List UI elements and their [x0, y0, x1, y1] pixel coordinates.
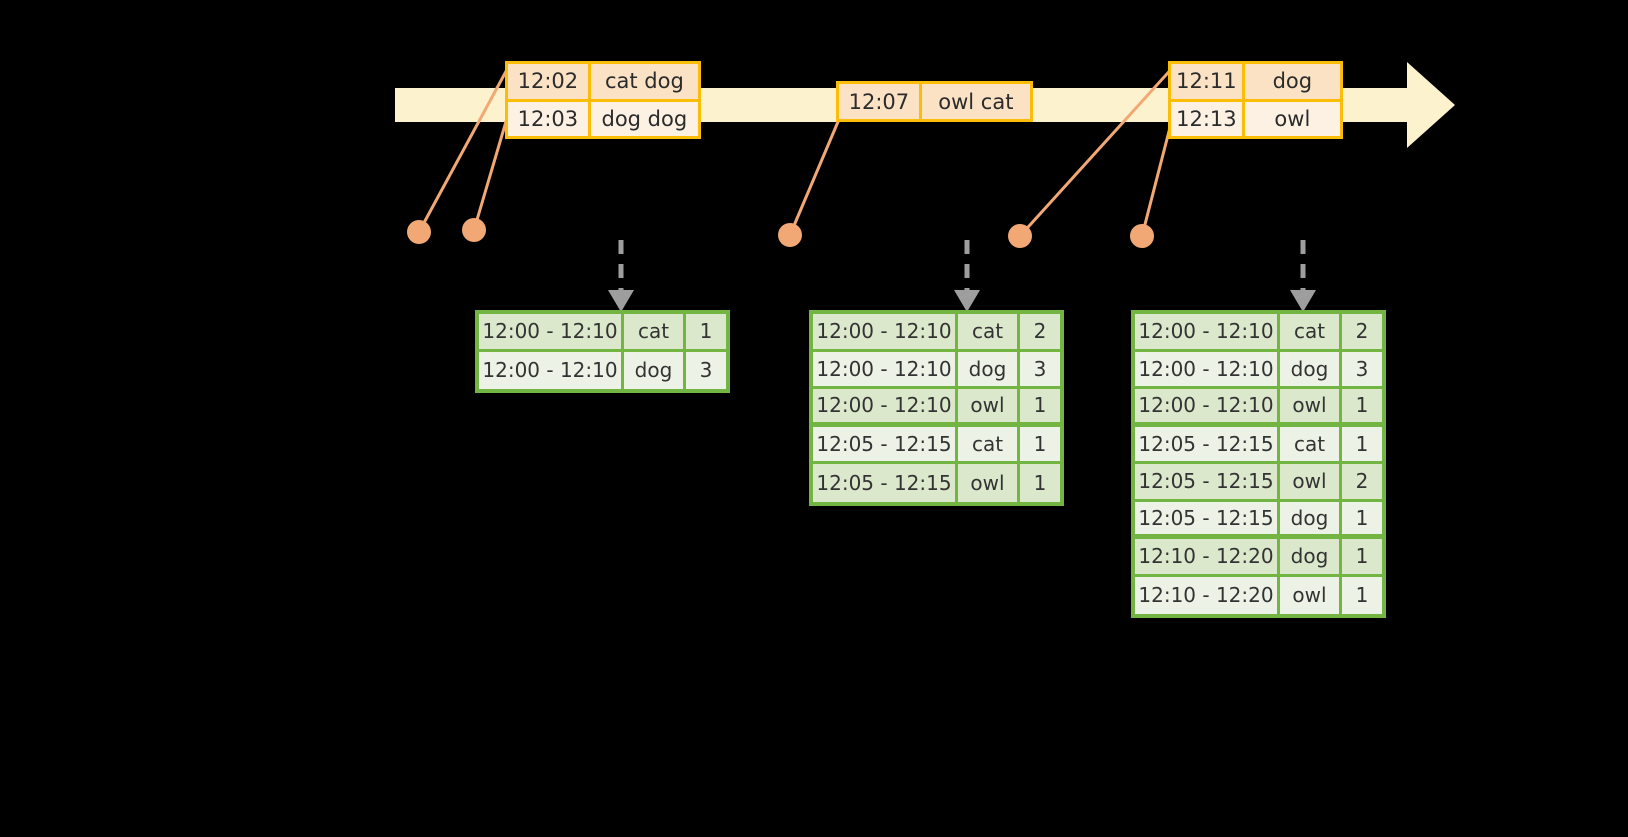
window-cell: 12:05 - 12:15 — [813, 426, 958, 464]
window-cell: 12:00 - 12:10 — [813, 314, 958, 352]
window-cell: 12:00 - 12:10 — [479, 314, 624, 352]
event-time: 12:11 — [1171, 64, 1245, 99]
event-box-2[interactable]: 12:07 owl cat — [836, 81, 1033, 122]
timeline-arrowhead-icon — [1407, 62, 1455, 148]
window-cell: 12:10 - 12:20 — [1135, 539, 1280, 577]
count-cell: 1 — [1342, 576, 1382, 614]
count-cell: 1 — [1020, 389, 1060, 427]
count-cell: 1 — [1342, 389, 1382, 427]
event-words: cat dog — [590, 64, 698, 99]
word-cell: dog — [1280, 501, 1342, 539]
event-row: 12:03 dog dog — [508, 98, 698, 136]
word-cell: owl — [958, 389, 1020, 427]
event-words: owl cat — [921, 84, 1030, 119]
word-cell: owl — [1280, 389, 1342, 427]
word-cell: dog — [1280, 351, 1342, 389]
word-cell: dog — [624, 351, 686, 389]
leader-line-1207 — [788, 109, 845, 236]
window-cell: 12:10 - 12:20 — [1135, 576, 1280, 614]
word-cell: cat — [1280, 426, 1342, 464]
word-cell: owl — [958, 464, 1020, 502]
event-dot-1202 — [407, 220, 431, 244]
count-cell: 1 — [1020, 464, 1060, 502]
window-cell: 12:00 - 12:10 — [1135, 389, 1280, 427]
word-cell: cat — [1280, 314, 1342, 352]
count-cell: 2 — [1342, 314, 1382, 352]
count-cell: 2 — [1020, 314, 1060, 352]
dashed-arrow-to-table-2-head-icon — [954, 290, 980, 312]
count-cell: 1 — [1342, 539, 1382, 577]
count-cell: 3 — [1342, 351, 1382, 389]
word-cell: dog — [958, 351, 1020, 389]
window-cell: 12:00 - 12:10 — [479, 351, 624, 389]
leader-line-1211 — [1018, 63, 1177, 238]
window-cell: 12:05 - 12:15 — [1135, 464, 1280, 502]
window-cell: 12:05 - 12:15 — [1135, 501, 1280, 539]
leader-line-1203 — [472, 107, 512, 231]
dashed-arrow-to-table-1-head-icon — [608, 290, 634, 312]
count-cell: 1 — [1020, 426, 1060, 464]
event-time: 12:07 — [839, 84, 922, 119]
event-words: owl — [1244, 101, 1340, 136]
event-time: 12:02 — [508, 64, 591, 99]
word-cell: cat — [624, 314, 686, 352]
window-cell: 12:00 - 12:10 — [1135, 314, 1280, 352]
event-row: 12:07 owl cat — [839, 84, 1030, 119]
leader-line-1202 — [417, 63, 512, 233]
event-time: 12:03 — [508, 101, 591, 136]
window-cell: 12:05 - 12:15 — [813, 464, 958, 502]
window-cell: 12:00 - 12:10 — [813, 389, 958, 427]
event-words: dog — [1244, 64, 1340, 99]
count-cell: 3 — [1020, 351, 1060, 389]
event-row: 12:11 dog — [1171, 64, 1340, 99]
event-row: 12:02 cat dog — [508, 64, 698, 99]
window-cell: 12:05 - 12:15 — [1135, 426, 1280, 464]
event-dot-1211 — [1008, 224, 1032, 248]
count-cell: 1 — [1342, 426, 1382, 464]
word-cell: cat — [958, 314, 1020, 352]
event-box-1[interactable]: 12:02 cat dog 12:03 dog dog — [505, 61, 701, 139]
word-cell: dog — [1280, 539, 1342, 577]
event-row: 12:13 owl — [1171, 98, 1340, 136]
event-words: dog dog — [590, 101, 698, 136]
word-cell: owl — [1280, 464, 1342, 502]
count-cell: 3 — [686, 351, 726, 389]
event-dot-1213 — [1130, 224, 1154, 248]
count-cell: 1 — [686, 314, 726, 352]
window-cell: 12:00 - 12:10 — [813, 351, 958, 389]
count-cell: 2 — [1342, 464, 1382, 502]
event-box-3[interactable]: 12:11 dog 12:13 owl — [1168, 61, 1343, 139]
word-cell: cat — [958, 426, 1020, 464]
count-cell: 1 — [1342, 501, 1382, 539]
event-dot-1207 — [778, 223, 802, 247]
event-time: 12:13 — [1171, 101, 1245, 136]
dashed-arrow-to-table-3-head-icon — [1290, 290, 1316, 312]
event-dot-1203 — [462, 218, 486, 242]
word-cell: owl — [1280, 576, 1342, 614]
window-cell: 12:00 - 12:10 — [1135, 351, 1280, 389]
